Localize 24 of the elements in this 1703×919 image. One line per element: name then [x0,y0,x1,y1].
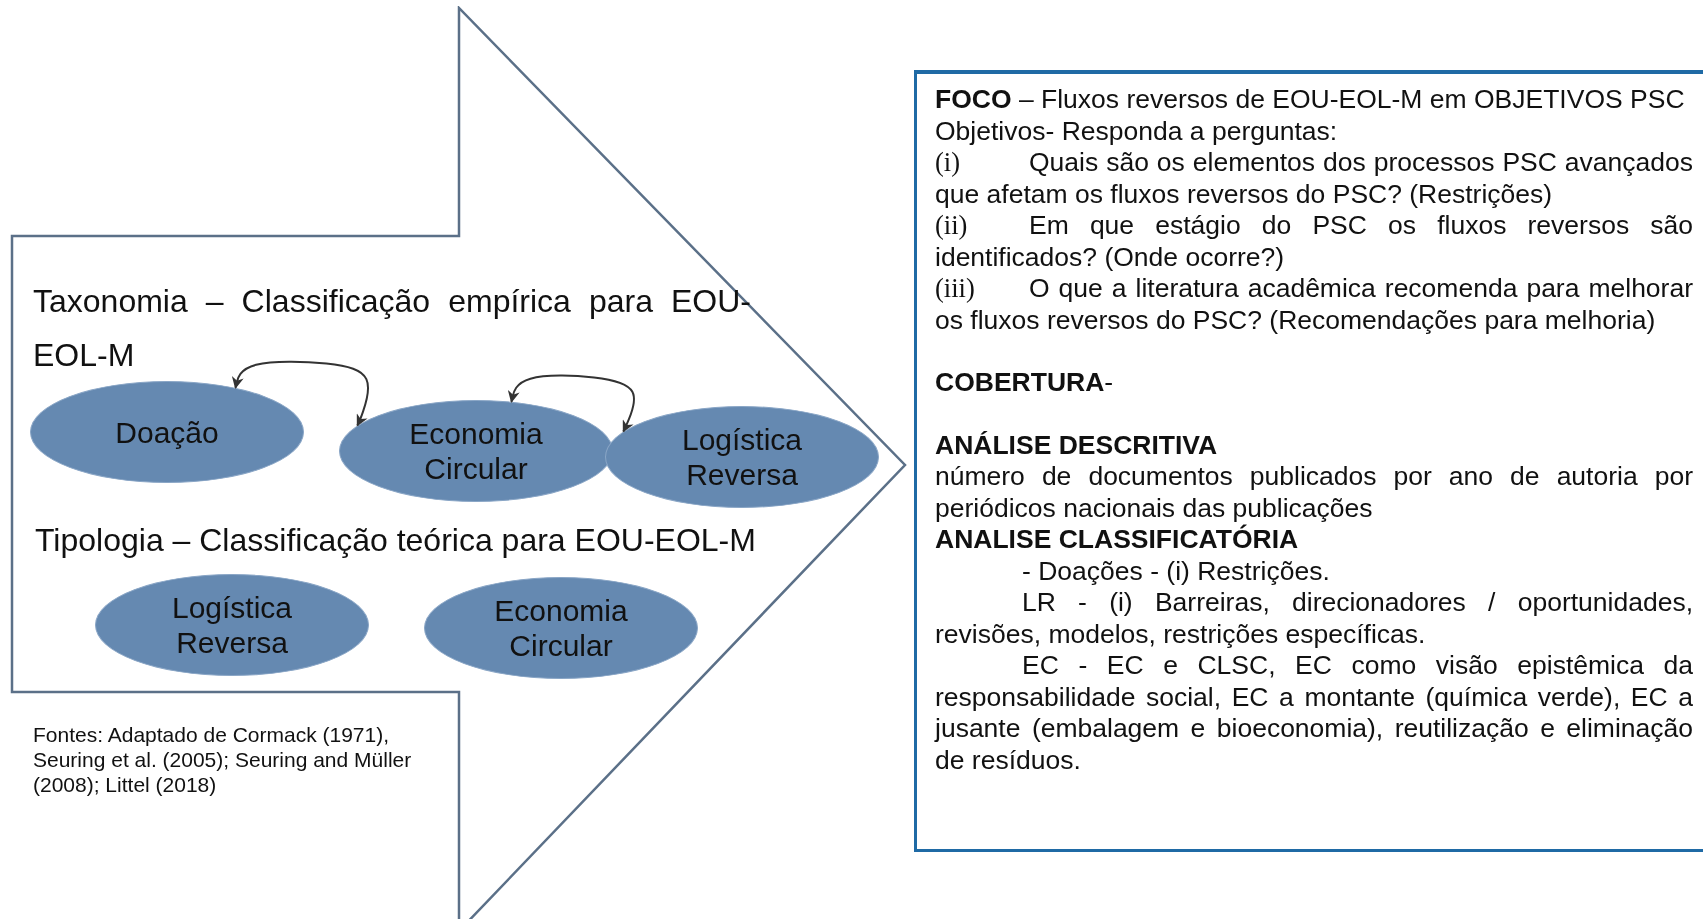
section-heading: ANÁLISE DESCRITIVA [935,429,1219,461]
body-text: - Doações - (i) Restrições. [1021,555,1331,587]
body-text: número de documentos publicados por ano de autoria por periódicos nacionais das publicações [935,461,1693,524]
ellipse-label: Logística Reversa [680,422,804,492]
body-text: COBERTURA- [935,367,1115,399]
ellipse-label: Doação [115,414,219,450]
ellipse-label: Logística Reversa [170,590,294,660]
text-panel [914,70,1703,852]
question-text: (i) Quais são os elementos dos processos PSC avançados que afetam os fluxos reversos do PSC? (Restrições) [935,147,1693,210]
heading-text: Tipologia – Classificação teórica para EOU-EOL-M [35,521,757,560]
body-text: EC - EC e CLSC, EC como visão epistêmica da responsabilidade social, EC a montante (química verde), EC a jusante (embalagem e bioeconomia), reutilização e eliminação de resíduos. [935,650,1693,776]
source-note: Fontes: Adaptado de Cormack (1971), Seuring et al. (2005); Seuring and Müller (2008); Littel (2018) [33,722,413,797]
body-text: LR - (i) Barreiras, direcionadores / oportunidades, revisões, modelos, restrições específicas. [935,587,1693,650]
arrow-shape [10,6,908,919]
ellipse-label: Economia Circular [493,593,629,663]
body-text: Objetivos- Responda a perguntas: [935,115,1339,147]
heading-text: Taxonomia – Classificação empírica para EOU-EOL-M [33,282,751,375]
curved-arrow [231,360,370,427]
curved-arrow [507,374,636,433]
body-text: FOCO – Fluxos reversos de EOU-EOL-M em OBJETIVOS PSC [935,84,1686,116]
ellipse-label: Economia Circular [408,416,544,486]
question-text: (ii) Em que estágio do PSC os fluxos reversos são identificados? (Onde ocorre?) [935,210,1693,273]
section-heading: ANALISE CLASSIFICATÓRIA [935,524,1300,556]
question-text: (iii) O que a literatura acadêmica recomenda para melhorar os fluxos reversos do PSC? (Recomendações para melhoria) [935,273,1693,336]
